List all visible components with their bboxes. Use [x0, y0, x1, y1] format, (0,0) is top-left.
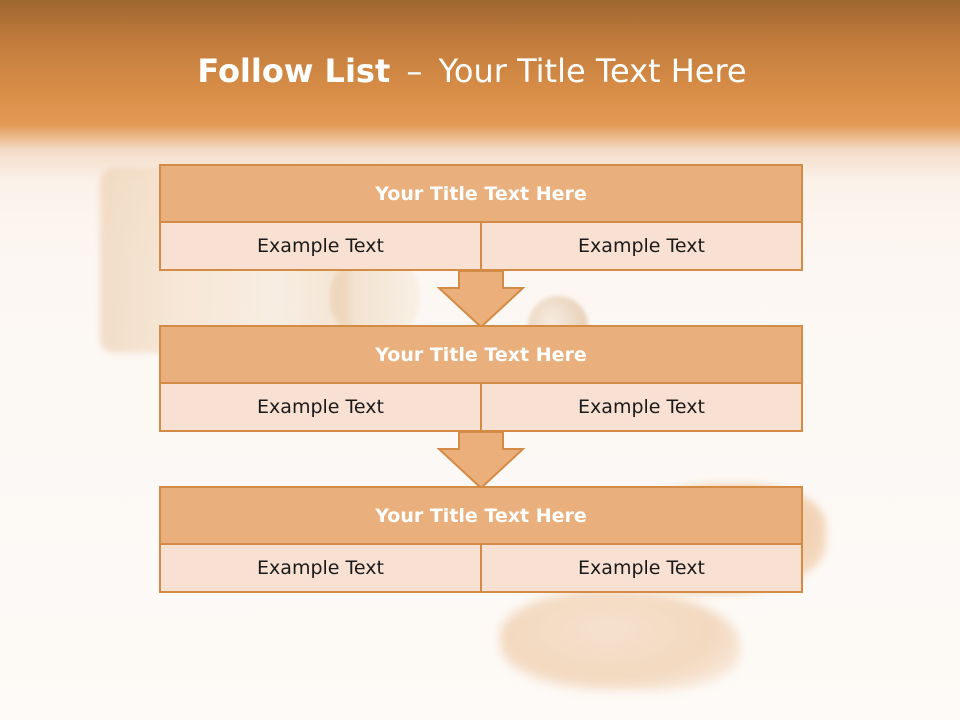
step-cell-left: Example Text — [257, 557, 384, 579]
step-cell-left: Example Text — [257, 235, 384, 257]
title-rest: Your Title Text Here — [438, 52, 747, 90]
spill-image-lower — [500, 590, 740, 690]
step-cell-left: Example Text — [257, 396, 384, 418]
step-cell-right: Example Text — [480, 545, 801, 591]
step-heading: Your Title Text Here — [161, 488, 801, 545]
slide-title: Follow List – Your Title Text Here — [0, 52, 944, 90]
step-box-2: Your Title Text Here Example Text Exampl… — [159, 325, 803, 432]
step-heading: Your Title Text Here — [161, 166, 801, 223]
step-row: Example Text Example Text — [161, 223, 801, 269]
step-cell-right: Example Text — [480, 384, 801, 430]
step-box-1: Your Title Text Here Example Text Exampl… — [159, 164, 803, 271]
step-box-3: Your Title Text Here Example Text Exampl… — [159, 486, 803, 593]
title-bold: Follow List — [197, 52, 391, 90]
step-heading: Your Title Text Here — [161, 327, 801, 384]
down-arrow-icon — [437, 431, 525, 489]
down-arrow-icon — [437, 270, 525, 328]
step-cell-right: Example Text — [480, 223, 801, 269]
title-separator: – — [406, 52, 423, 90]
bottle-neck-image — [330, 262, 420, 332]
step-row: Example Text Example Text — [161, 384, 801, 430]
step-row: Example Text Example Text — [161, 545, 801, 591]
